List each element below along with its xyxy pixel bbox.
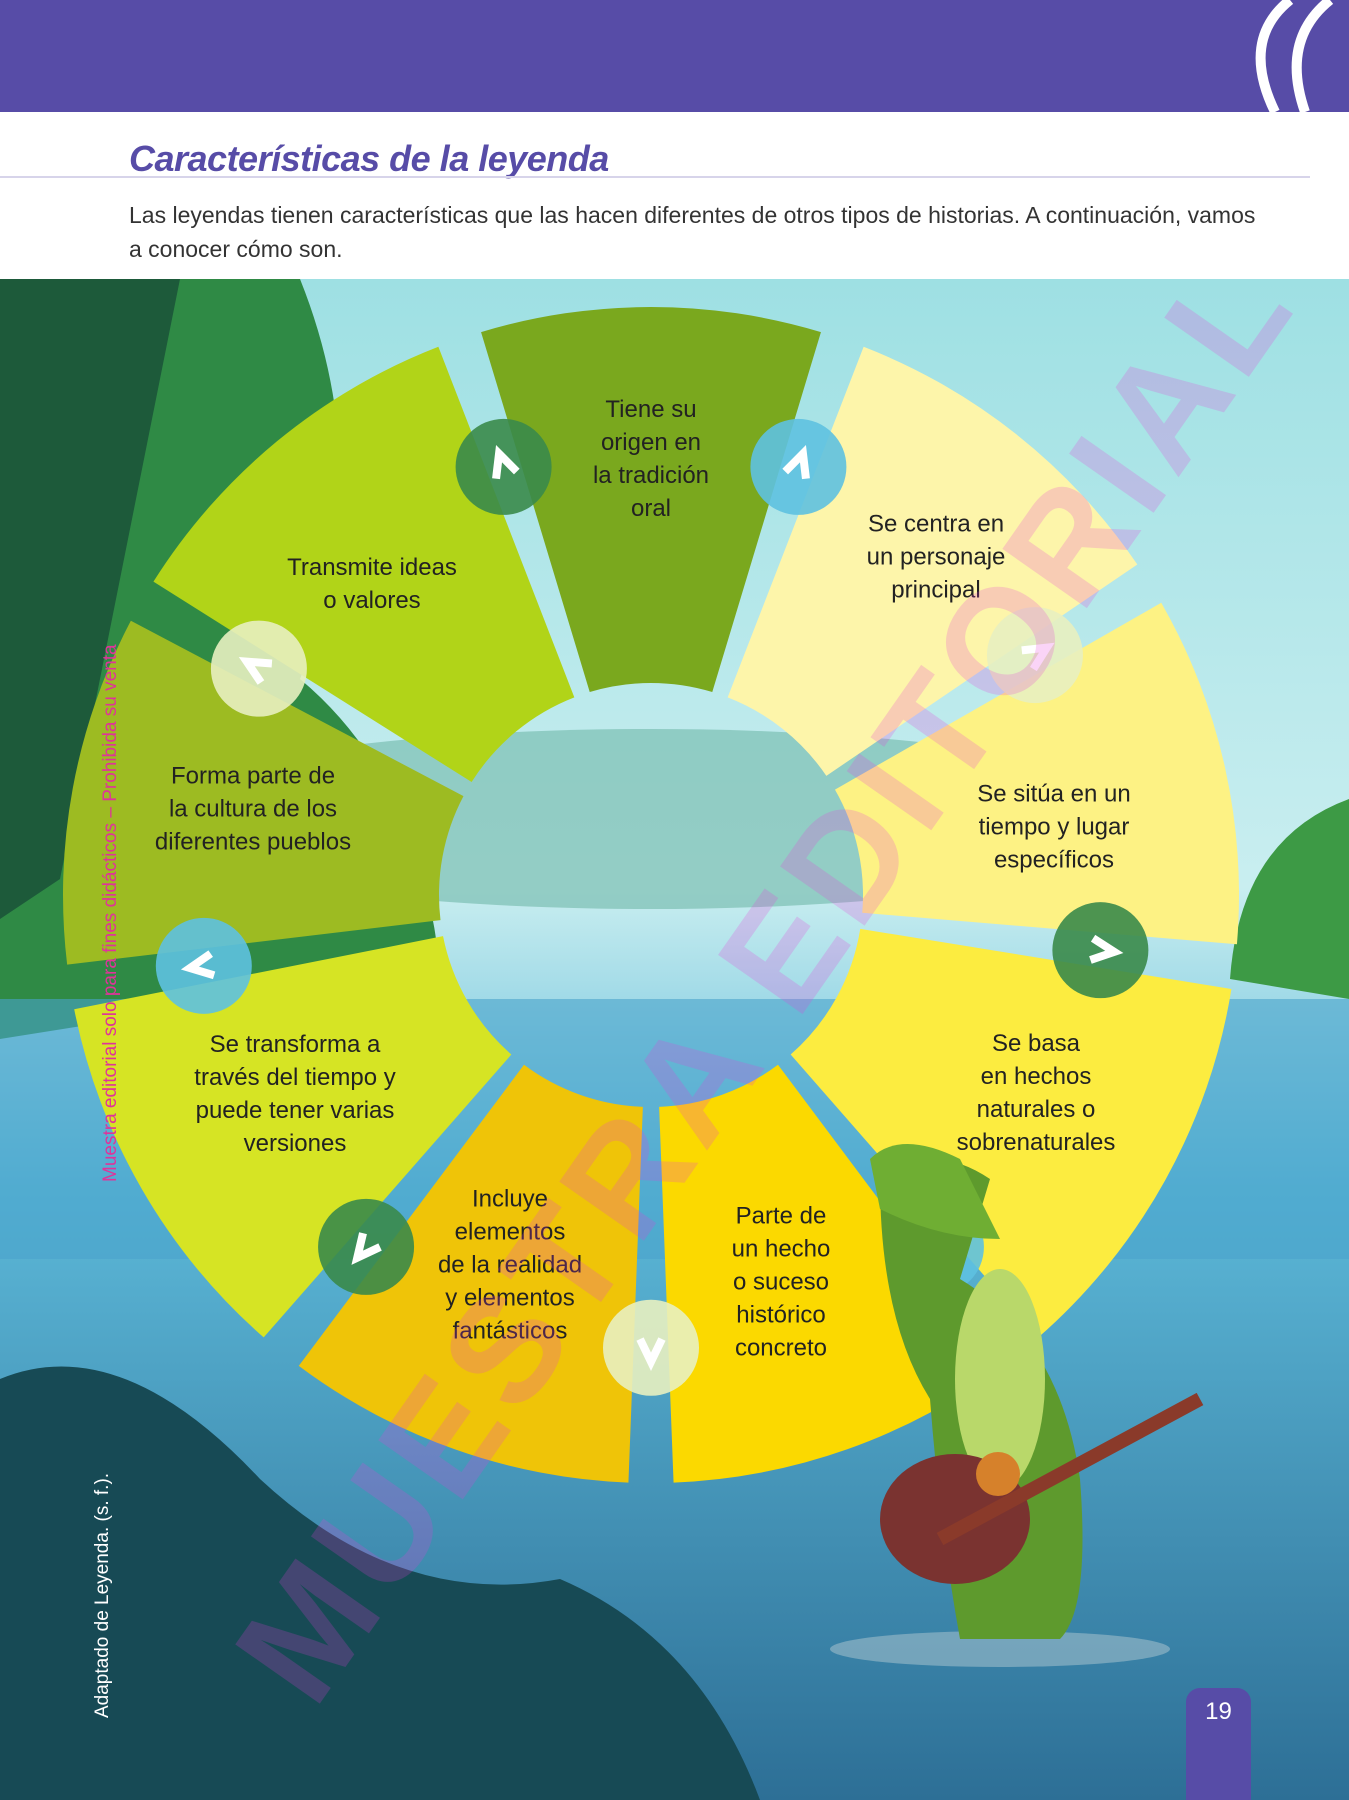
- chevron-circle-icon: [986, 607, 1083, 704]
- page-number: 19: [1186, 1688, 1251, 1800]
- wheel-segment: [834, 602, 1239, 945]
- wheel-segment: [481, 307, 821, 693]
- side-note: Muestra editorial solo para fines didáct…: [100, 644, 121, 1182]
- segment-label-transforms: Se transforma a través del tiempo y pued…: [194, 1031, 396, 1157]
- intro-paragraph: Las leyendas tienen características que …: [129, 202, 1256, 262]
- illustration-scene: Tiene su origen en la tradición oral Se …: [0, 279, 1349, 1800]
- left-jungle-shadow: [0, 279, 180, 919]
- chevron-circle-icon: [1052, 902, 1149, 999]
- wheel-segment: [659, 1064, 1004, 1483]
- segment-label-natural-supernatural: Se basa en hechos naturales o sobrenatur…: [956, 1030, 1116, 1156]
- source-credit: Adaptado de Leyenda. (s. f.).: [92, 1472, 113, 1718]
- right-bushes: [1230, 799, 1349, 999]
- chevron-circle-icon: [318, 1198, 415, 1295]
- wheel-segment: [298, 1064, 643, 1483]
- characteristics-wheel: [0, 279, 1349, 1800]
- segment-label-main-character: Se centra en un personaje principal: [866, 510, 1006, 604]
- chevron-circle-icon: [603, 1299, 699, 1396]
- wheel-segment: [74, 936, 512, 1338]
- chevron-circle-icon: [750, 418, 847, 515]
- chevron-circle-icon: [455, 418, 552, 515]
- segment-label-reality-fantasy: Incluye elementos de la realidad y eleme…: [437, 1185, 583, 1345]
- page-title: Características de la leyenda: [129, 138, 609, 179]
- crocodile-guitar-icon: [830, 1144, 1204, 1667]
- chevron-circle-icon: [155, 917, 252, 1014]
- wheel-segment: [790, 928, 1232, 1338]
- segment-label-historical-fact: Parte de un hecho o suceso histórico con…: [731, 1202, 831, 1362]
- chevron-circle-icon: [210, 620, 307, 717]
- wheel-segment: [63, 620, 464, 965]
- segment-label-values: Transmite ideas o valores: [287, 554, 457, 614]
- foreground-plants: [0, 1366, 760, 1800]
- header-banner: [0, 0, 1349, 112]
- divider: [0, 176, 1310, 178]
- segment-label-time-place: Se sitúa en un tiempo y lugar específico…: [977, 780, 1131, 874]
- segment-label-oral-tradition: Tiene su origen en la tradición oral: [592, 396, 710, 522]
- decorative-arc-icon: [1255, 0, 1334, 115]
- segment-label-culture: Forma parte de la cultura de los diferen…: [154, 762, 352, 856]
